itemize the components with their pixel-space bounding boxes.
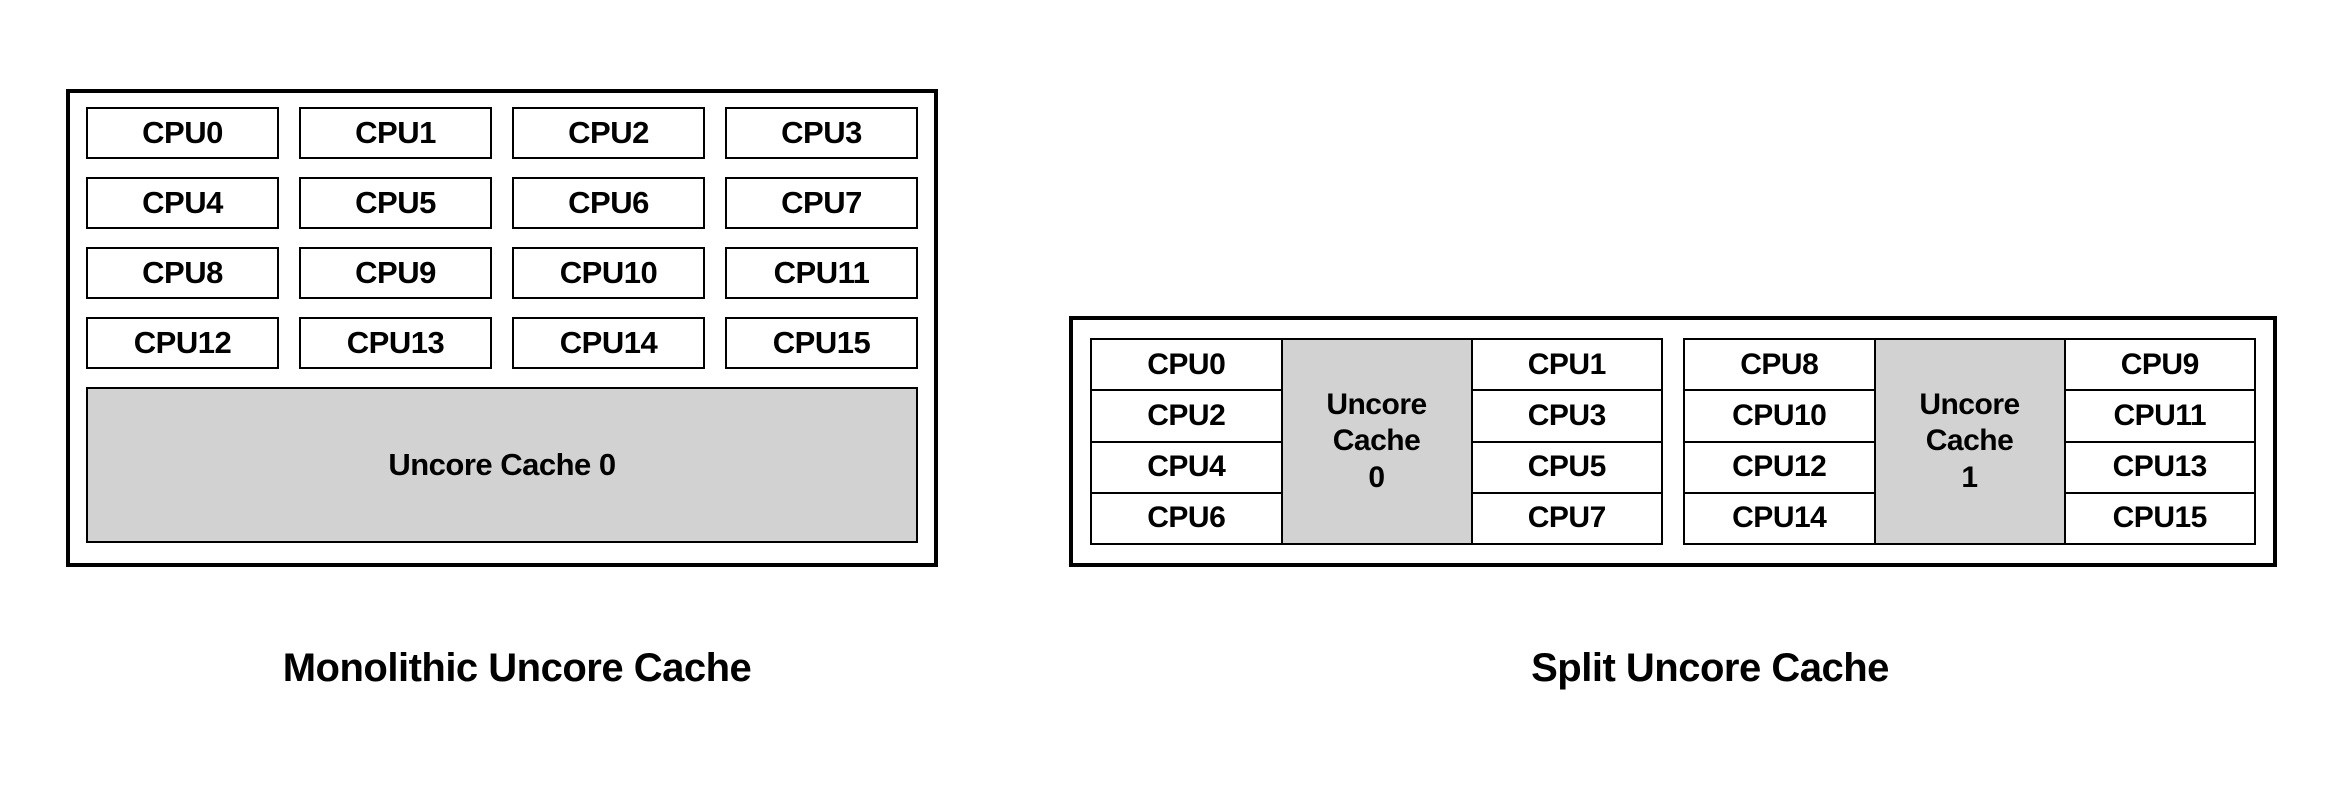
split-cluster-0: CPU0 CPU2 CPU4 CPU6 Uncore Cache 0 CPU1 … (1090, 338, 1663, 545)
cpu-box: CPU5 (299, 177, 492, 229)
split-chip-package: CPU0 CPU2 CPU4 CPU6 Uncore Cache 0 CPU1 … (1069, 316, 2277, 567)
cpu-box: CPU1 (1472, 340, 1661, 392)
cpu-box: CPU13 (2065, 442, 2254, 494)
cpu-box: CPU5 (1472, 442, 1661, 494)
cpu-box: CPU11 (2065, 391, 2254, 443)
uncore-cache-1-box: Uncore Cache 1 (1873, 340, 2066, 543)
split-caption: Split Uncore Cache (1531, 646, 1889, 690)
uncore-cache-0-line1: Uncore (1326, 387, 1427, 421)
cpu-box: CPU10 (1685, 391, 1874, 443)
cpu-box: CPU3 (725, 107, 918, 159)
uncore-cache-1-line1: Uncore (1919, 387, 2020, 421)
cpu-box: CPU3 (1472, 391, 1661, 443)
cpu-box: CPU9 (299, 247, 492, 299)
cpu-box: CPU2 (512, 107, 705, 159)
cpu-box: CPU15 (2065, 493, 2254, 543)
cpu-box: CPU14 (512, 317, 705, 369)
cpu-box: CPU0 (1092, 340, 1281, 392)
cpu-box: CPU7 (725, 177, 918, 229)
uncore-cache-1-line3: 1 (1961, 460, 1978, 494)
uncore-cache-0-line3: 0 (1368, 460, 1385, 494)
cpu-box: CPU6 (1092, 493, 1281, 543)
cpu-box: CPU7 (1472, 493, 1661, 543)
monolithic-caption: Monolithic Uncore Cache (282, 646, 752, 690)
uncore-cache-0-box: Uncore Cache 0 (1280, 340, 1473, 543)
cpu-box: CPU12 (86, 317, 279, 369)
cpu-box: CPU11 (725, 247, 918, 299)
cluster-1-right-cpu-column: CPU9 CPU11 CPU13 CPU15 (2065, 340, 2254, 543)
cpu-box: CPU10 (512, 247, 705, 299)
cpu-box: CPU13 (299, 317, 492, 369)
cpu-box: CPU2 (1092, 391, 1281, 443)
cpu-box: CPU8 (86, 247, 279, 299)
cpu-box: CPU15 (725, 317, 918, 369)
cpu-box: CPU12 (1685, 442, 1874, 494)
split-cluster-1: CPU8 CPU10 CPU12 CPU14 Uncore Cache 1 CP… (1683, 338, 2256, 545)
monolithic-cpu-grid: CPU0 CPU1 CPU2 CPU3 CPU4 CPU5 CPU6 CPU7 … (86, 107, 918, 369)
cpu-box: CPU1 (299, 107, 492, 159)
uncore-cache-0-line2: Cache (1332, 424, 1421, 458)
cluster-0-left-cpu-column: CPU0 CPU2 CPU4 CPU6 (1092, 340, 1281, 543)
cpu-box: CPU6 (512, 177, 705, 229)
cpu-box: CPU4 (1092, 442, 1281, 494)
cpu-box: CPU4 (86, 177, 279, 229)
monolithic-chip-package: CPU0 CPU1 CPU2 CPU3 CPU4 CPU5 CPU6 CPU7 … (66, 89, 938, 567)
uncore-cache-1-line2: Cache (1925, 424, 2014, 458)
uncore-cache-0-box: Uncore Cache 0 (86, 387, 918, 543)
cpu-box: CPU0 (86, 107, 279, 159)
cpu-box: CPU9 (2065, 340, 2254, 392)
cpu-box: CPU8 (1685, 340, 1874, 392)
cluster-0-right-cpu-column: CPU1 CPU3 CPU5 CPU7 (1472, 340, 1661, 543)
cpu-box: CPU14 (1685, 493, 1874, 543)
cluster-1-left-cpu-column: CPU8 CPU10 CPU12 CPU14 (1685, 340, 1874, 543)
